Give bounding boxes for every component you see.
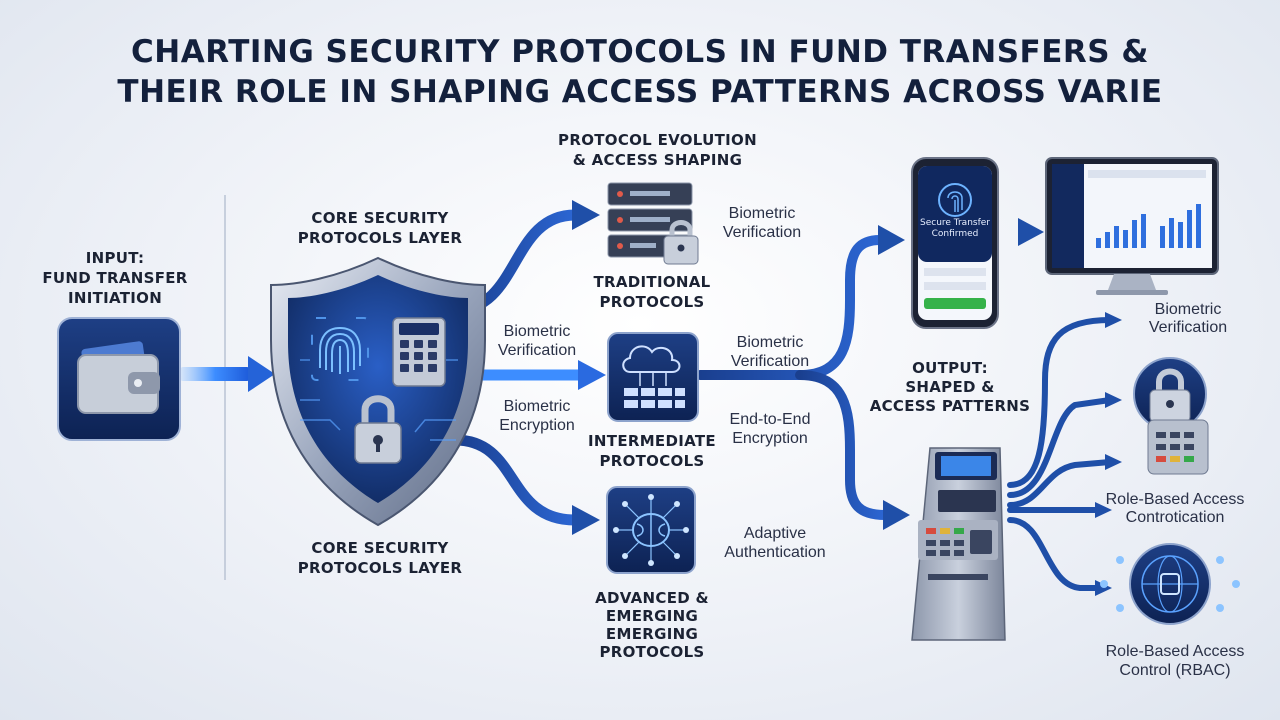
arrowhead-advanced (572, 505, 600, 535)
right-label-1a: Biometric (1154, 301, 1222, 318)
arrowhead-atm (883, 500, 910, 530)
intermediate-side-2: Verification (730, 353, 810, 370)
arrowhead-intermediate (578, 360, 606, 390)
right-label-3a: Role-Based Access (1105, 643, 1245, 660)
branch-label-biometric-2: Biometric (503, 398, 571, 415)
right-label-2a: Role-Based Access (1105, 491, 1245, 508)
branch-label-encryption: Encryption (499, 417, 575, 434)
intermediate-side-4: Encryption (732, 430, 808, 447)
advanced-side-2: Authentication (724, 544, 826, 561)
title-line-1: CHARTING SECURITY PROTOCOLS IN FUND TRAN… (131, 34, 1149, 70)
input-label-2: FUND TRANSFER (42, 269, 188, 287)
output-label-3: ACCESS PATTERNS (869, 397, 1031, 415)
input-label-1: INPUT: (85, 249, 145, 267)
arrowhead-traditional (572, 200, 600, 230)
atm-branches (1007, 317, 1113, 591)
input-arrow (180, 356, 275, 392)
branch-label-biometric: Biometric (503, 323, 571, 340)
phone-status-2: Confirmed (931, 229, 979, 239)
arrowhead-desktop (1018, 218, 1044, 246)
advanced-name-3: EMERGING (605, 625, 699, 643)
arrowhead-phone (878, 225, 905, 255)
core-layer-bottom-2: PROTOCOLS LAYER (297, 559, 463, 577)
core-layer-bottom-1: CORE SECURITY (311, 539, 449, 557)
evolution-heading-2: & ACCESS SHAPING (572, 151, 743, 169)
padlock-icon (354, 395, 402, 464)
output-label-1: OUTPUT: (912, 359, 988, 377)
advanced-name-2: EMERGING (605, 607, 699, 625)
intermediate-name-1: INTERMEDIATE (588, 432, 716, 450)
shield-icon (270, 256, 486, 527)
globe-network-icon (1100, 543, 1240, 625)
traditional-side-2: Verification (722, 224, 802, 241)
output-arrows (695, 227, 1025, 520)
wallet-icon (57, 317, 181, 441)
evolution-heading-1: PROTOCOL EVOLUTION (558, 131, 757, 149)
desktop-dashboard-icon (1045, 157, 1219, 295)
phone-icon (911, 157, 999, 329)
traditional-name-1: TRADITIONAL (593, 273, 711, 291)
ai-brain-icon (606, 486, 696, 574)
card-terminal-icon (1147, 419, 1209, 475)
output-label-2: SHAPED & (905, 378, 995, 396)
fingerprint-icon (311, 317, 369, 381)
lock-badge-icon (1133, 357, 1207, 431)
keypad-icon (392, 317, 446, 387)
intermediate-side-1: Biometric (736, 334, 804, 351)
branch-label-verification: Verification (497, 342, 577, 359)
advanced-side-1: Adaptive (743, 525, 807, 542)
traditional-name-2: PROTOCOLS (599, 293, 705, 311)
input-label-3: INITIATION (67, 289, 163, 307)
right-label-2b: Controtication (1125, 509, 1225, 526)
traditional-side-1: Biometric (728, 205, 796, 222)
advanced-name-4: PROTOCOLS (599, 643, 705, 661)
advanced-name-1: ADVANCED & (595, 589, 709, 607)
title-line-2: THEIR ROLE IN SHAPING ACCESS PATTERNS AC… (117, 74, 1163, 110)
core-layer-top-1: CORE SECURITY (311, 209, 449, 227)
intermediate-side-3: End-to-End (729, 411, 811, 428)
core-layer-top-2: PROTOCOLS LAYER (297, 229, 463, 247)
phone-status-1: Secure Transfer (920, 218, 990, 228)
atm-icon (911, 447, 1006, 641)
cloud-network-icon (607, 332, 699, 422)
right-label-3b: Control (RBAC) (1119, 662, 1231, 679)
right-label-1b: Verification (1148, 319, 1228, 336)
intermediate-name-2: PROTOCOLS (599, 452, 705, 470)
server-lock-icon (607, 182, 699, 265)
